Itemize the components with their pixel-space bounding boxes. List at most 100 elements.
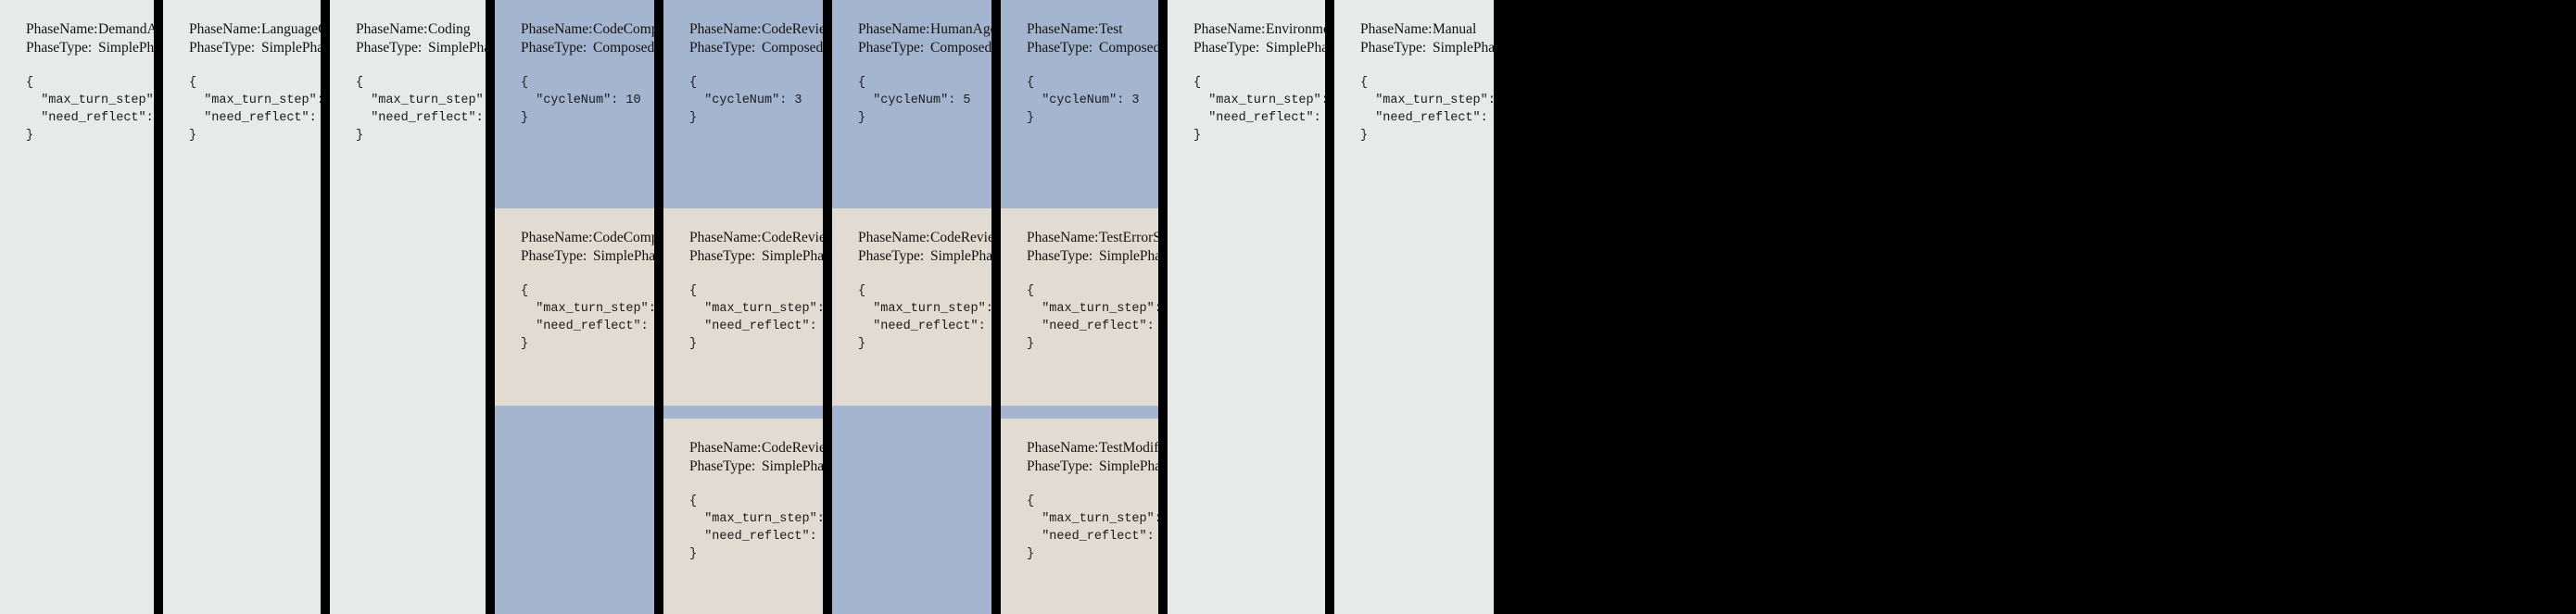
phase-name-row: PhaseName:HumanAgentInteraction bbox=[858, 20, 991, 39]
sub-phase-block[interactable]: PhaseName:CodeReviewHumanPhaseType: Simpl… bbox=[832, 208, 991, 406]
phase-type-label: PhaseType: bbox=[689, 458, 756, 474]
phase-config-json: { "max_turn_step": 1, "need_reflect": "F… bbox=[1360, 76, 1494, 143]
phase-config-json: { "max_turn_step": 1, "need_reflect": "F… bbox=[689, 495, 823, 561]
phase-meta: PhaseName:CodeReviewCommentPhaseType:Sim… bbox=[689, 229, 823, 266]
sub-phase-block[interactable]: PhaseName:CodeCompletePhaseType:SimplePh… bbox=[495, 208, 654, 406]
phase-name-row: PhaseName:CodeReviewComment bbox=[689, 229, 823, 247]
phase-type-value: ComposedPhase bbox=[762, 40, 823, 56]
sub-phase-block[interactable]: PhaseName:CodeReviewCommentPhaseType:Sim… bbox=[663, 208, 823, 406]
phase-type-row: PhaseType: SimplePhase bbox=[1193, 39, 1325, 57]
phase-meta: PhaseName:TestModificationPhaseType:Simp… bbox=[1027, 439, 1158, 476]
phase-type-value: SimplePhase bbox=[593, 248, 654, 264]
phase-name-value: CodeReviewModification bbox=[762, 440, 823, 456]
phase-meta: PhaseName:EnvironmentDocPhaseType:Simple… bbox=[1193, 20, 1325, 57]
phase-config-json: { "max_turn_step": 1, "need_reflect": "F… bbox=[1027, 284, 1158, 351]
phase-type-value: ComposedPhase bbox=[593, 40, 654, 56]
phase-name-row: PhaseName:CodeReviewModification bbox=[689, 439, 823, 457]
phase-name-value: CodeCompleteAll bbox=[593, 21, 654, 37]
phase-panel[interactable]: PhaseName:LanguageChoosePhaseType:Simple… bbox=[163, 0, 321, 614]
phase-name-label: PhaseName: bbox=[1027, 21, 1099, 37]
phase-meta: PhaseName:TestErrorSummaryPhaseType:Simp… bbox=[1027, 229, 1158, 266]
phase-type-label: PhaseType: bbox=[1360, 40, 1427, 56]
phase-type-row: PhaseType:SimplePhase bbox=[689, 247, 823, 266]
phase-name-label: PhaseName: bbox=[689, 440, 762, 456]
phase-config-json: { "cycleNum": 3 } bbox=[689, 76, 802, 125]
phase-name-value: CodeReview bbox=[762, 21, 823, 37]
phase-meta: PhaseName:HumanAgentInteractionPhaseType… bbox=[858, 20, 991, 57]
simple-phase-body: PhaseName:DemandAnalysisPhaseType:Simple… bbox=[0, 0, 154, 614]
phase-type-row: PhaseType:SimplePhase bbox=[1027, 457, 1158, 476]
phase-panel[interactable]: PhaseName:CodeCompleteAllPhaseType:Compo… bbox=[495, 0, 654, 614]
phase-type-row: PhaseType:SimplePhase bbox=[1027, 247, 1158, 266]
phase-panel[interactable]: PhaseName:DemandAnalysisPhaseType:Simple… bbox=[0, 0, 154, 614]
phase-name-label: PhaseName: bbox=[1027, 230, 1099, 245]
phase-name-value: CodeComplete bbox=[593, 230, 654, 245]
phase-name-row: PhaseName:CodeCompleteAll bbox=[521, 20, 654, 39]
phase-name-label: PhaseName: bbox=[521, 21, 593, 37]
phase-type-row: PhaseType: SimplePhase bbox=[189, 39, 321, 57]
phase-type-value: SimplePhase bbox=[98, 40, 154, 56]
phase-type-label: PhaseType: bbox=[521, 40, 587, 56]
phase-name-row: PhaseName:DemandAnalysis bbox=[26, 20, 154, 39]
composed-phase-header: PhaseName:CodeReviewPhaseType:ComposedPh… bbox=[663, 0, 823, 208]
phase-panel[interactable]: PhaseName:HumanAgentInteractionPhaseType… bbox=[832, 0, 991, 614]
phase-type-value: ComposedPhase bbox=[1099, 40, 1158, 56]
phase-panel[interactable]: PhaseName:EnvironmentDocPhaseType:Simple… bbox=[1168, 0, 1325, 614]
phase-type-value: SimplePhase bbox=[930, 248, 991, 264]
phase-type-row: PhaseType: ComposedPhase bbox=[858, 39, 991, 57]
sub-phase-block[interactable]: PhaseName:TestModificationPhaseType:Simp… bbox=[1001, 419, 1158, 614]
phase-config-json: { "max_turn_step": 1, "need_reflect": "F… bbox=[356, 76, 486, 143]
phase-type-label: PhaseType: bbox=[356, 40, 423, 56]
phase-name-value: Test bbox=[1099, 21, 1123, 37]
phase-type-value: SimplePhase bbox=[428, 40, 486, 56]
phase-type-value: SimplePhase bbox=[1266, 40, 1325, 56]
phase-config-json: { "cycleNum": 5 } bbox=[858, 76, 971, 125]
phase-name-label: PhaseName: bbox=[356, 21, 428, 37]
phase-name-label: PhaseName: bbox=[521, 230, 593, 245]
phase-type-label: PhaseType: bbox=[689, 40, 756, 56]
phase-meta: PhaseName:CodeCompleteAllPhaseType:Compo… bbox=[521, 20, 654, 57]
phase-meta: PhaseName:CodeReviewPhaseType:ComposedPh… bbox=[689, 20, 823, 57]
phase-type-row: PhaseType: SimplePhase bbox=[689, 457, 823, 476]
phase-type-label: PhaseType: bbox=[858, 40, 925, 56]
phase-name-value: DemandAnalysis bbox=[98, 21, 154, 37]
phase-config-json: { "max_turn_step": -1, "need_reflect": "… bbox=[26, 76, 154, 143]
phase-name-label: PhaseName: bbox=[689, 21, 762, 37]
phase-type-row: PhaseType: ComposedPhase bbox=[689, 39, 823, 57]
sub-phase-block[interactable]: PhaseName:TestErrorSummaryPhaseType:Simp… bbox=[1001, 208, 1158, 406]
simple-phase-body: PhaseName:EnvironmentDocPhaseType:Simple… bbox=[1168, 0, 1325, 614]
phase-name-row: PhaseName:TestErrorSummary bbox=[1027, 229, 1158, 247]
phase-type-value: ComposedPhase bbox=[930, 40, 991, 56]
phase-type-value: SimplePhase bbox=[1099, 458, 1158, 474]
phase-name-label: PhaseName: bbox=[1027, 440, 1099, 456]
composed-phase-filler bbox=[495, 406, 654, 614]
phase-meta: PhaseName:CodeCompletePhaseType:SimplePh… bbox=[521, 229, 654, 266]
sub-phase-divider bbox=[1001, 406, 1158, 419]
phase-name-value: EnvironmentDoc bbox=[1266, 21, 1325, 37]
sub-phase-block[interactable]: PhaseName:CodeReviewModificationPhaseTyp… bbox=[663, 419, 823, 614]
phase-type-label: PhaseType: bbox=[189, 40, 256, 56]
phase-name-row: PhaseName:CodeReviewHuman bbox=[858, 229, 991, 247]
phase-name-row: PhaseName:CodeReview bbox=[689, 20, 823, 39]
phase-config-json: { "max_turn_step": 1, "need_reflect": "F… bbox=[1027, 495, 1158, 561]
phase-name-row: PhaseName:Manual bbox=[1360, 20, 1494, 39]
phase-type-value: SimplePhase bbox=[762, 458, 823, 474]
phase-config-json: { "max_turn_step": -1, "need_reflect": "… bbox=[189, 76, 321, 143]
phase-panel[interactable]: PhaseName:CodeReviewPhaseType:ComposedPh… bbox=[663, 0, 823, 614]
phase-name-value: CodeReviewComment bbox=[762, 230, 823, 245]
phase-type-label: PhaseType: bbox=[858, 248, 925, 264]
phase-type-value: SimplePhase bbox=[261, 40, 321, 56]
phase-type-label: PhaseType: bbox=[1193, 40, 1260, 56]
phase-type-label: PhaseType: bbox=[1027, 40, 1093, 56]
phase-name-value: TestErrorSummary bbox=[1099, 230, 1158, 245]
phase-name-row: PhaseName:CodeComplete bbox=[521, 229, 654, 247]
phase-name-value: HumanAgentInteraction bbox=[930, 21, 991, 37]
